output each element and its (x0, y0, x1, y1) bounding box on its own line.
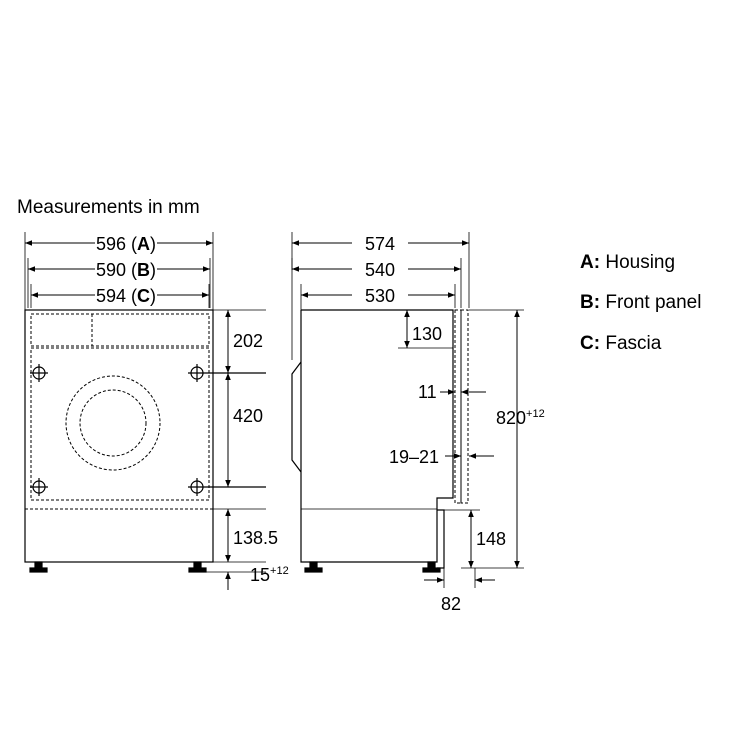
side-door-bulge (291, 361, 302, 473)
depth-574-label: 574 (365, 234, 395, 254)
mounting-hole-br (188, 478, 266, 496)
width-a-label: 596 (A) (96, 234, 156, 254)
height-top-label: 202 (233, 331, 263, 351)
height-middle-label: 420 (233, 406, 263, 426)
front-inner-dashed (30, 313, 210, 347)
side-fascia-block (460, 309, 469, 504)
panel-top-label: 130 (412, 324, 442, 344)
mounting-hole-tl (30, 364, 48, 382)
legend-housing: A: Housing (580, 252, 675, 274)
plinth-height-label: 148 (476, 529, 506, 549)
width-c-label: 594 (C) (96, 286, 156, 306)
legend-label-front-panel: Front panel (605, 292, 702, 313)
foot-height-label: 15+12 (250, 565, 289, 585)
side-body-outline (300, 309, 454, 563)
legend-label-housing: Housing (605, 252, 676, 273)
plinth-depth-label: 82 (441, 594, 461, 614)
legend-label-fascia: Fascia (605, 333, 662, 354)
legend-front-panel: B: Front panel (580, 292, 701, 314)
front-foot-right (188, 561, 207, 573)
legend-key-b: B: (580, 292, 601, 313)
side-foot-front (422, 561, 441, 573)
legend-key-c: C: (580, 333, 601, 354)
front-door-area-dashed (30, 347, 210, 501)
total-height-label: 820+12 (496, 408, 545, 428)
mounting-hole-tr (188, 364, 266, 382)
panel-gap-label: 11 (418, 382, 437, 402)
side-plinth-outline (437, 509, 445, 569)
side-front-panel (454, 309, 462, 504)
legend-key-a: A: (580, 252, 601, 273)
height-bottom-label: 138.5 (233, 528, 278, 548)
front-foot-left (29, 561, 48, 573)
panel-thickness-label: 19–21 (389, 447, 439, 467)
width-b-label: 590 (B) (96, 260, 156, 280)
side-view (291, 232, 524, 588)
front-body-outline (24, 309, 214, 563)
front-view (24, 232, 266, 590)
porthole-inner (79, 389, 147, 457)
legend-fascia: C: Fascia (580, 333, 661, 355)
depth-530-label: 530 (365, 286, 395, 306)
porthole-outer (65, 375, 161, 471)
depth-540-label: 540 (365, 260, 395, 280)
mounting-hole-bl (30, 478, 48, 496)
page-title: Measurements in mm (17, 197, 200, 218)
side-foot-rear (304, 561, 323, 573)
